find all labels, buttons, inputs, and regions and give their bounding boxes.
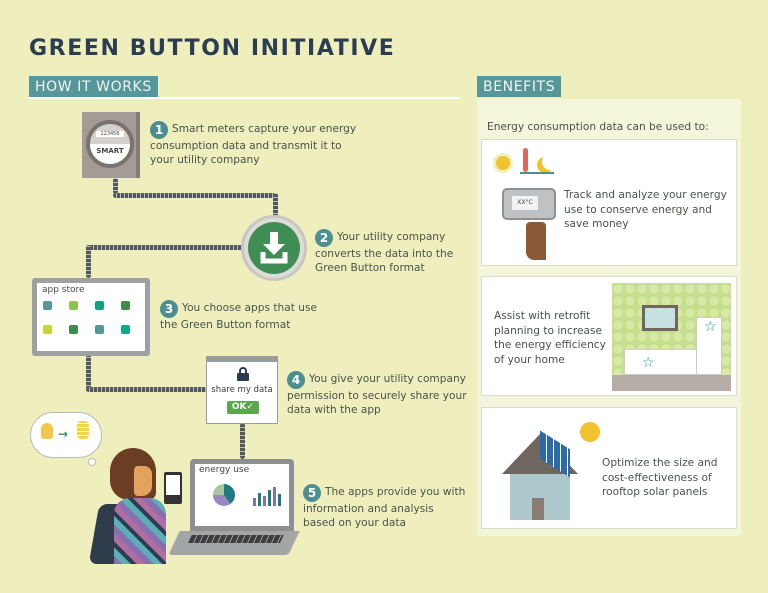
arrow-icon: → (58, 427, 69, 441)
step-number: 2 (315, 229, 333, 247)
benefit-card-solar: Optimize the size and cost-effectiveness… (481, 407, 737, 529)
benefit-card-retrofit: Assist with retrofit planning to increas… (481, 276, 737, 396)
phone-icon (164, 472, 182, 504)
connector (113, 178, 118, 194)
moon-icon (542, 154, 558, 170)
thermometer-icon (523, 148, 528, 172)
donut-chart-icon (213, 484, 235, 506)
share-data-dialog: share my data OK✓ (206, 356, 278, 424)
app-icon[interactable] (121, 325, 130, 334)
energy-star-icon: ☆ (642, 355, 655, 371)
app-icon[interactable] (121, 301, 130, 310)
app-store-window: app store (32, 278, 150, 356)
door-icon (532, 498, 544, 520)
connector (113, 193, 277, 198)
meter-reading: 123456 (96, 131, 124, 137)
laptop: energy use (190, 459, 294, 531)
benefits-intro: Energy consumption data can be used to: (487, 121, 709, 133)
sun-icon (496, 156, 510, 170)
app-icon[interactable] (95, 301, 104, 310)
app-icon[interactable] (43, 301, 52, 310)
app-icon[interactable] (95, 325, 104, 334)
thermostat-display: XX°C (512, 196, 538, 210)
person-illustration (88, 448, 180, 564)
benefit-text: Track and analyze your energy use to con… (564, 189, 727, 231)
app-icon[interactable] (43, 325, 52, 334)
connector (86, 355, 91, 389)
step-text: The apps provide you with information an… (303, 486, 466, 530)
app-icon[interactable] (69, 325, 78, 334)
bar-chart-icon (253, 486, 281, 506)
app-icon[interactable] (69, 301, 78, 310)
ok-button[interactable]: OK✓ (227, 401, 259, 414)
thermostat-icon: XX°C (502, 188, 556, 220)
lightbulb-icon (41, 423, 53, 439)
smart-meter-icon: 123456 SMART (82, 112, 140, 178)
kitchen-illustration: ☆ ☆ (612, 283, 731, 391)
sun-icon (580, 422, 600, 442)
house-illustration (502, 426, 582, 522)
step-text: Your utility company converts the data i… (315, 231, 454, 275)
thought-bubble: → (30, 412, 102, 458)
divider (29, 97, 460, 99)
step-text: You give your utility company permission… (287, 373, 467, 417)
benefits-heading: BENEFITS (477, 76, 562, 97)
page-title: GREEN BUTTON INITIATIVE (29, 36, 396, 61)
hand-icon (526, 222, 546, 260)
benefit-card-track: XX°C Track and analyze your energy use t… (481, 139, 737, 266)
laptop-keyboard (168, 531, 300, 555)
share-label: share my data (211, 385, 273, 395)
step-number: 1 (150, 121, 168, 139)
connector (86, 387, 208, 392)
connector (86, 245, 246, 250)
step-number: 4 (287, 371, 305, 389)
window-icon (642, 305, 678, 331)
connector (86, 245, 91, 278)
green-button-download-icon (241, 215, 307, 281)
how-it-works-heading: HOW IT WORKS (29, 76, 158, 97)
meter-label: SMART (90, 144, 130, 164)
benefit-text: Optimize the size and cost-effectiveness… (602, 457, 718, 499)
energy-star-icon: ☆ (704, 319, 717, 335)
ok-label: OK (231, 402, 247, 412)
benefit-text: Assist with retrofit planning to increas… (494, 310, 606, 366)
step-text: You choose apps that use the Green Butto… (160, 302, 317, 331)
connector (273, 193, 278, 217)
app-store-label: app store (42, 285, 85, 295)
connector (240, 423, 245, 459)
step-number: 5 (303, 484, 321, 502)
step-text: Smart meters capture your energy consump… (150, 123, 357, 167)
lock-icon (237, 367, 249, 381)
cfl-bulb-icon (77, 421, 89, 439)
step-number: 3 (160, 300, 178, 318)
energy-use-label: energy use (199, 465, 250, 475)
thought-dot (88, 458, 96, 466)
arrow-icon (520, 172, 554, 174)
